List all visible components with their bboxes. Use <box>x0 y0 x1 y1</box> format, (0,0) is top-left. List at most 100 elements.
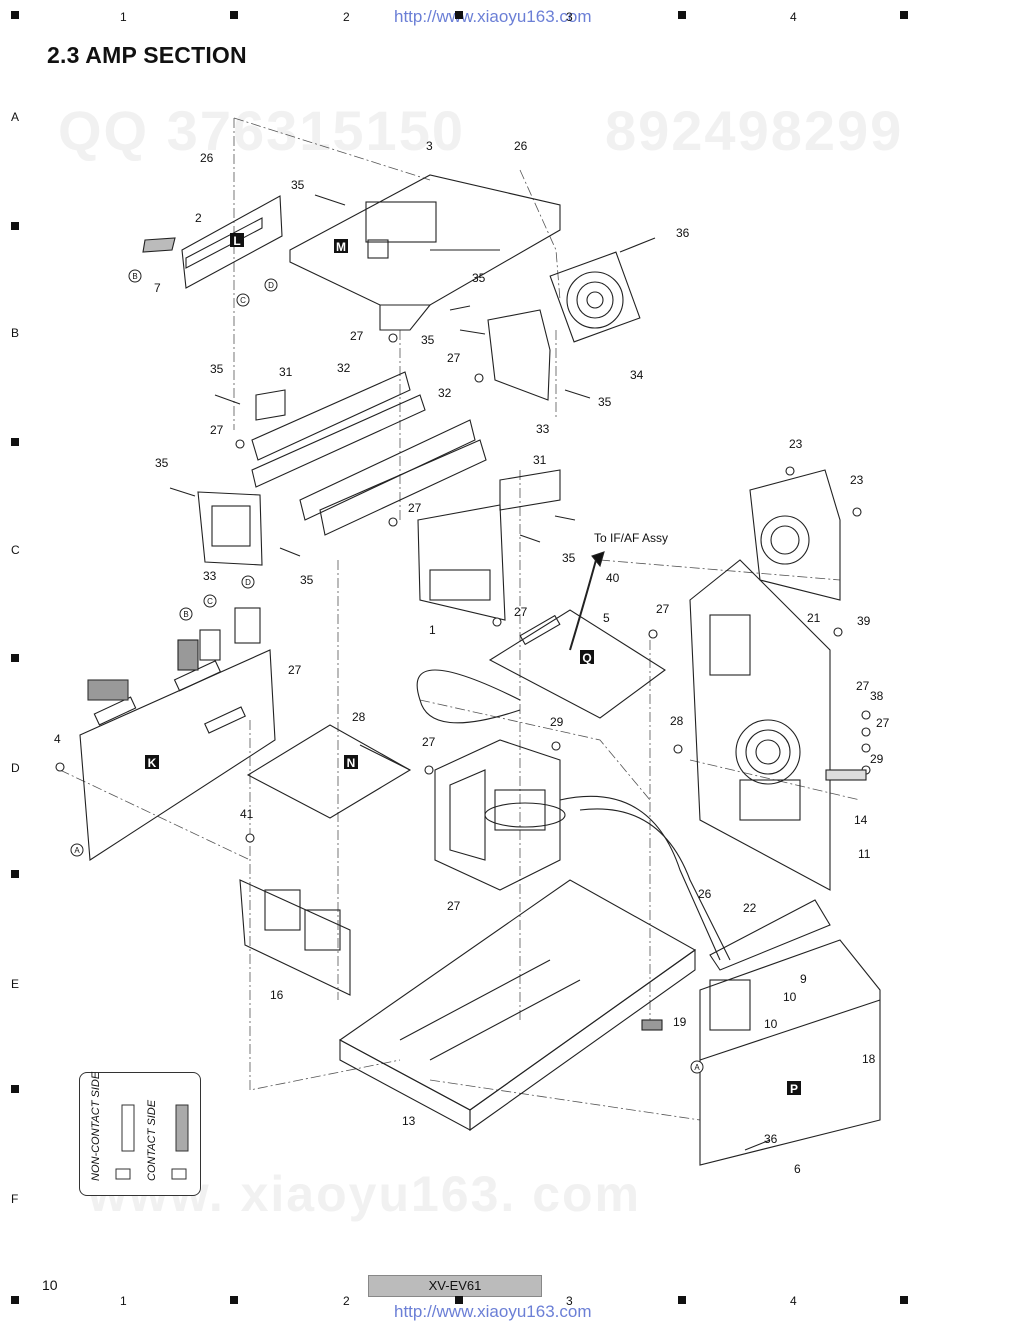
connector-label: D <box>268 281 274 290</box>
part-callout: 27 <box>876 716 890 730</box>
part-callout: 29 <box>870 752 884 766</box>
part-callout: 26 <box>698 887 712 901</box>
part-callout: 26 <box>514 139 528 153</box>
part-callout: 3 <box>426 139 433 153</box>
connector-label: A <box>694 1063 700 1072</box>
part-callout: 10 <box>783 990 797 1004</box>
watermark-qq: QQ 376315150 <box>58 99 465 162</box>
part-callout: 31 <box>533 453 547 467</box>
register-mark <box>11 222 19 230</box>
board-l <box>181 195 283 289</box>
fan-cover-21 <box>749 469 841 601</box>
column-number-1: 1 <box>120 1294 127 1308</box>
part-callout: 28 <box>352 710 366 724</box>
assy-label-q: Q <box>582 651 591 665</box>
assy-label-n: N <box>347 756 356 770</box>
chassis-13 <box>338 879 697 1111</box>
register-mark <box>900 1296 908 1304</box>
part-callout: 28 <box>670 714 684 728</box>
part-callout: 27 <box>656 602 670 616</box>
part-callout: 23 <box>789 437 803 451</box>
board-m <box>289 174 561 306</box>
part-callout: 39 <box>857 614 871 628</box>
register-mark <box>11 1085 19 1093</box>
part-callout: 35 <box>155 456 169 470</box>
row-letter-e: E <box>11 977 20 991</box>
part-callout: 16 <box>270 988 284 1002</box>
part-callout: 6 <box>794 1162 801 1176</box>
part-callout: 40 <box>606 571 620 585</box>
part-callout: 23 <box>850 473 864 487</box>
column-number-1: 1 <box>120 10 127 24</box>
part-callout: 29 <box>550 715 564 729</box>
page-number: 10 <box>42 1277 58 1293</box>
assy-label-p: P <box>790 1082 798 1096</box>
part-callout: 27 <box>350 329 364 343</box>
part-callout: 13 <box>402 1114 416 1128</box>
part-callout: 31 <box>279 365 293 379</box>
row-letter-d: D <box>11 761 20 775</box>
connector-label: B <box>132 272 137 281</box>
part-callout: 27 <box>408 501 422 515</box>
column-number-3: 3 <box>566 10 573 24</box>
part-callout: 19 <box>673 1015 687 1029</box>
connector-label: B <box>183 610 188 619</box>
row-letter-b: B <box>11 326 20 340</box>
part-callout: 27 <box>288 663 302 677</box>
rear-panel-14 <box>689 559 831 891</box>
part-callout: 33 <box>203 569 217 583</box>
assy-label-m: M <box>336 240 346 254</box>
board-q <box>488 609 666 719</box>
part-callout: 33 <box>536 422 550 436</box>
column-number-2: 2 <box>343 1294 350 1308</box>
part-callout: 27 <box>514 605 528 619</box>
register-mark <box>900 11 908 19</box>
register-mark <box>678 11 686 19</box>
register-mark <box>11 11 19 19</box>
register-mark <box>230 11 238 19</box>
part-callout: 35 <box>300 573 314 587</box>
contact-side-legend: NON-CONTACT SIDE CONTACT SIDE <box>79 1072 201 1196</box>
bracket-16 <box>239 879 351 996</box>
part-callout: 35 <box>421 333 435 347</box>
row-letter-c: C <box>11 543 20 557</box>
transformer-11 <box>434 739 561 891</box>
row-letter-f: F <box>11 1192 19 1206</box>
part-callout: 35 <box>210 362 224 376</box>
connector-label: A <box>74 846 80 855</box>
part-callout: 21 <box>807 611 821 625</box>
footer-url[interactable]: http://www.xiaoyu163.com <box>394 1302 592 1321</box>
row-letter-a: A <box>11 110 20 124</box>
part-callout: 27 <box>856 679 870 693</box>
part-callout: 36 <box>764 1132 778 1146</box>
part-callout: 32 <box>438 386 452 400</box>
column-number-2: 2 <box>343 10 350 24</box>
part-callout: 35 <box>598 395 612 409</box>
assy-label-l: L <box>233 234 240 248</box>
register-mark <box>11 1296 19 1304</box>
part-callout: 27 <box>210 423 224 437</box>
register-mark <box>11 654 19 662</box>
column-number-4: 4 <box>790 1294 797 1308</box>
connector-circle-icon <box>70 269 704 1074</box>
part-callout: 11 <box>858 847 871 861</box>
part-callout: 38 <box>870 689 884 703</box>
part-callout: 14 <box>854 813 868 827</box>
part-callout: 27 <box>447 899 461 913</box>
header-url[interactable]: http://www.xiaoyu163.com <box>394 7 592 26</box>
board-p <box>699 939 881 1166</box>
part-callout: 1 <box>429 623 436 637</box>
part-callout: 22 <box>743 901 757 915</box>
register-mark <box>11 870 19 878</box>
part-callout: 27 <box>447 351 461 365</box>
part-callout: 26 <box>200 151 214 165</box>
part-callout: 35 <box>291 178 305 192</box>
assy-badge-icon <box>145 233 801 1095</box>
register-mark <box>678 1296 686 1304</box>
part-callout: 5 <box>603 611 610 625</box>
column-number-4: 4 <box>790 10 797 24</box>
connector-label: D <box>245 578 251 587</box>
page-title: 2.3 AMP SECTION <box>47 42 247 68</box>
fan-34 <box>549 251 641 343</box>
board-n <box>246 724 412 819</box>
